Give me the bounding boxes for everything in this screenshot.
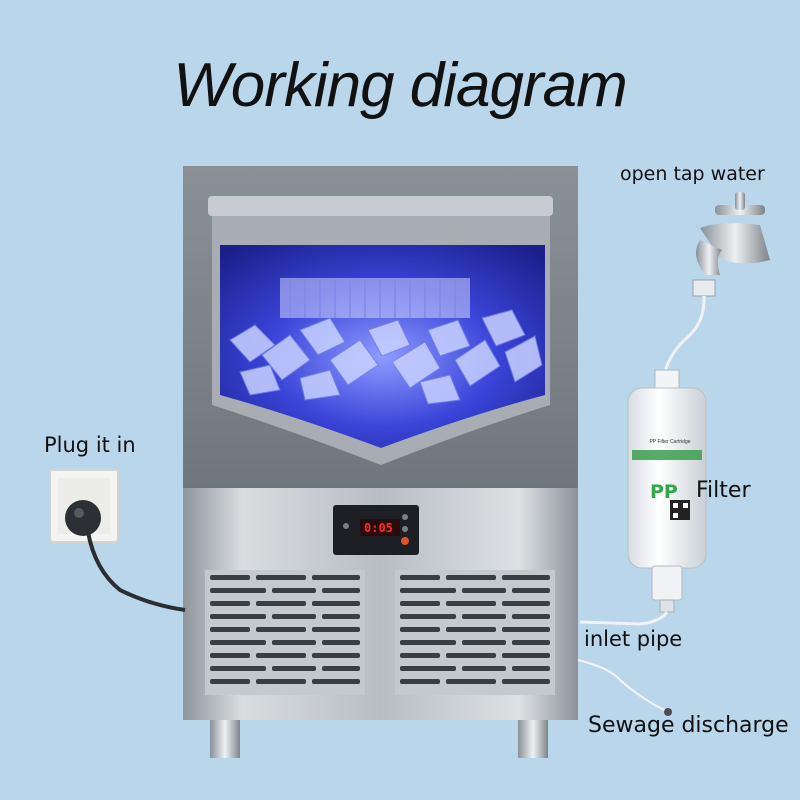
- machine-foot: [518, 720, 548, 758]
- led-display-readout: 0:05: [364, 521, 393, 535]
- lid-handle: [208, 196, 553, 216]
- inlet-pipe: [579, 611, 669, 626]
- label-inlet-pipe: inlet pipe: [584, 627, 683, 651]
- ice-cubes: [229, 309, 543, 405]
- wall-socket: [49, 469, 119, 543]
- diagram-title: Working diagram: [173, 51, 628, 120]
- vent-left: [205, 570, 365, 695]
- machine-foot: [210, 720, 240, 758]
- led-display: [360, 519, 400, 536]
- filter-label-band: [632, 450, 702, 460]
- label-sewage-discharge: Sewage discharge: [588, 713, 789, 738]
- panel-button-icon[interactable]: [343, 523, 349, 529]
- power-cord: [86, 531, 186, 612]
- drain-hose: [577, 659, 669, 713]
- plug-icon: [65, 500, 101, 536]
- ice-machine: [183, 166, 578, 758]
- panel-button-icon[interactable]: [402, 514, 408, 520]
- filter-brand: PP: [650, 481, 678, 503]
- label-open-tap-water: open tap water: [620, 163, 765, 185]
- power-button-icon[interactable]: [401, 537, 409, 545]
- drain-outlet-icon: [664, 708, 672, 716]
- tap-faucet-icon: [692, 192, 770, 297]
- filter-cartridge: [627, 369, 707, 613]
- filter-heading: PP Filter Cartridge: [649, 439, 691, 445]
- evaporator-grid: [280, 278, 470, 318]
- water-supply-hose: [663, 295, 706, 373]
- vent-right: [395, 570, 555, 695]
- panel-button-icon[interactable]: [402, 526, 408, 532]
- label-plug-it-in: Plug it in: [44, 433, 136, 457]
- label-filter: Filter: [696, 478, 751, 503]
